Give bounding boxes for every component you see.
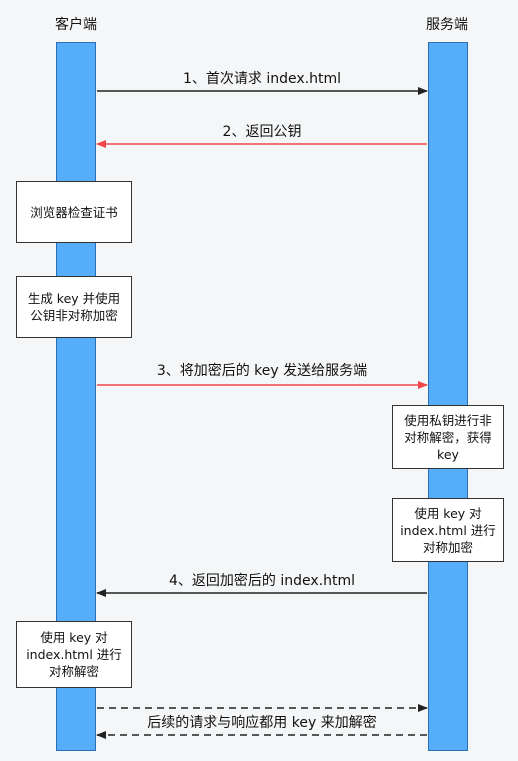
note-client-decrypt-line3: 对称解密: [48, 664, 99, 679]
note-browser-check: 浏览器检查证书: [16, 181, 132, 243]
note-generate-key-line1: 生成 key 并使用: [27, 291, 121, 306]
note-browser-check-text: 浏览器检查证书: [30, 204, 118, 220]
actor-server-label: 服务端: [426, 17, 468, 33]
actor-client-label: 客户端: [55, 17, 97, 33]
message-2-label: 2、返回公钥: [222, 124, 302, 140]
note-server-decrypt-line2: 对称解密，获得: [404, 429, 492, 445]
note-server-encrypt-line2: index.html 进行: [400, 522, 496, 538]
message-5-label: 后续的请求与响应都用 key 来加解密: [147, 715, 377, 731]
note-generate-key-line2: 公钥非对称加密: [30, 308, 118, 323]
message-1-label: 1、首次请求 index.html: [183, 71, 341, 87]
note-client-decrypt-line2: index.html 进行: [26, 647, 122, 662]
note-server-encrypt-line1: 使用 key 对: [414, 505, 482, 521]
message-3-label: 3、将加密后的 key 发送给服务端: [156, 363, 368, 379]
server-lifeline: [428, 42, 468, 751]
note-server-encrypt-line3: 对称加密: [422, 539, 473, 555]
note-server-decrypt: 使用私钥进行非 对称解密，获得 key: [392, 405, 504, 469]
note-server-decrypt-line1: 使用私钥进行非: [404, 412, 492, 428]
note-generate-key: 生成 key 并使用 公钥非对称加密: [16, 276, 132, 338]
note-server-encrypt: 使用 key 对 index.html 进行 对称加密: [392, 498, 504, 562]
note-client-decrypt: 使用 key 对 index.html 进行 对称解密: [16, 621, 132, 688]
message-4-label: 4、返回加密后的 index.html: [169, 573, 355, 589]
note-server-decrypt-line3: key: [437, 446, 459, 462]
note-client-decrypt-line1: 使用 key 对: [40, 630, 108, 645]
